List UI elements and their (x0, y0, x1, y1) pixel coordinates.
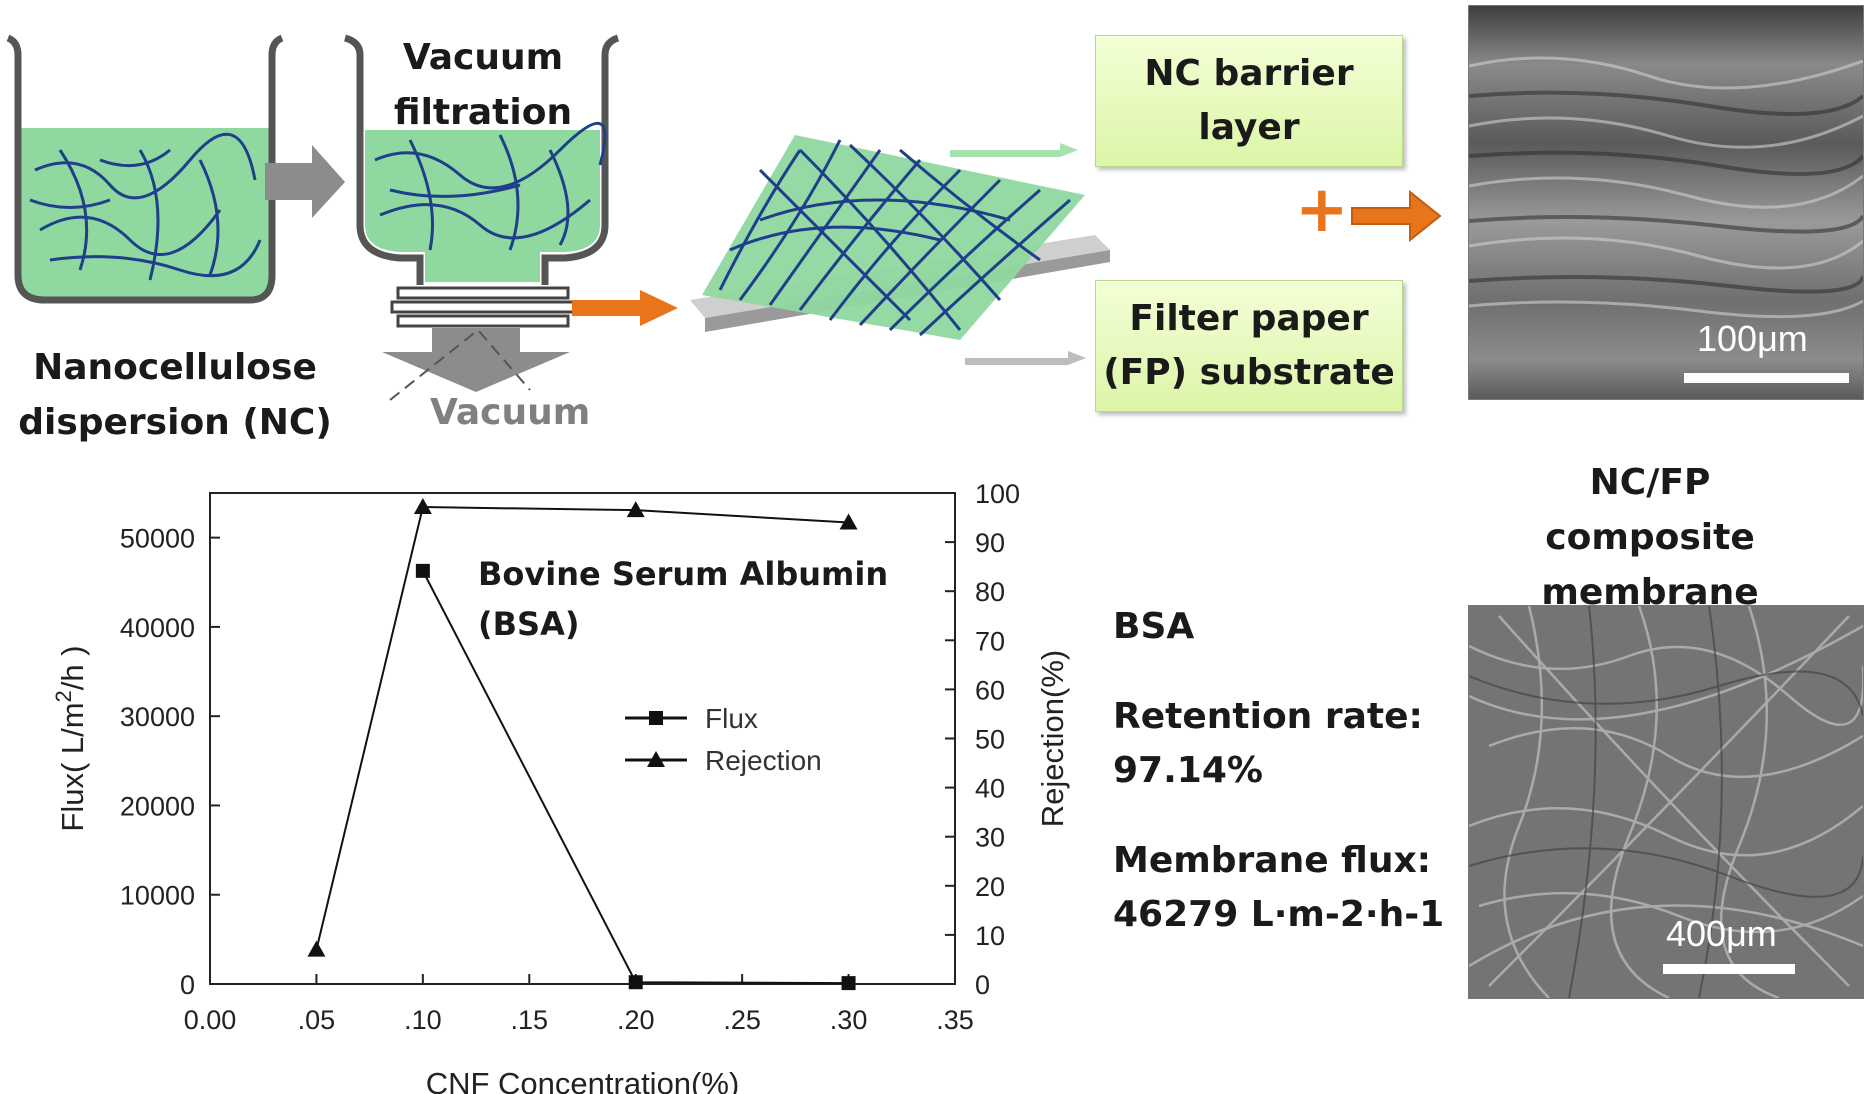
composite-label-line1: NC/FP (1589, 462, 1711, 503)
y-right-tick-label: 50 (975, 725, 1005, 755)
x-tick-label: 0.00 (184, 1005, 237, 1035)
y-right-tick-label: 90 (975, 528, 1005, 558)
surface-scale-label: 400μm (1666, 913, 1777, 954)
nc-barrier-layer-box: NC barrier layer (1095, 35, 1403, 167)
barrier-pointer-arrow (950, 143, 1078, 157)
beaker-caption-line2: dispersion (NC) (18, 402, 332, 443)
cross-section-scale-label: 100μm (1697, 318, 1808, 359)
membrane-flux-label: Membrane flux: (1113, 840, 1432, 881)
x-tick-label: .05 (298, 1005, 336, 1035)
rejection-data-point (413, 498, 432, 515)
legend-rejection-label: Rejection (705, 745, 822, 776)
x-tick-label: .10 (404, 1005, 442, 1035)
y-left-axis-label: Flux( L/m2/h ) (51, 645, 91, 831)
filtration-title-line1: Vacuum (402, 37, 564, 78)
nanofiber-strands (29, 132, 262, 281)
chart-annotation-line1: Bovine Serum Albumin (478, 555, 888, 593)
legend-flux-marker (649, 711, 663, 725)
rejection-data-point (626, 501, 645, 518)
membrane-layers (690, 135, 1110, 340)
y-left-tick-label: 20000 (120, 791, 195, 821)
substrate-line1: Filter paper (1129, 298, 1369, 339)
y-right-tick-label: 10 (975, 921, 1005, 951)
rejection-data-point (839, 513, 858, 530)
y-left-tick-label: 30000 (120, 702, 195, 732)
vacuum-label: Vacuum (430, 392, 591, 433)
retention-label: Retention rate: (1113, 696, 1423, 737)
sem-cross-section-texture (1469, 6, 1863, 399)
flux-data-point (628, 975, 643, 990)
sem-surface-image: 400μm (1468, 605, 1864, 999)
rejection-data-point (307, 940, 326, 957)
chart-annotation-line2: (BSA) (478, 605, 579, 643)
info-title: BSA (1113, 606, 1195, 647)
barrier-line1: NC barrier (1144, 53, 1354, 94)
filtration-title: Vacuum filtration (368, 30, 598, 140)
gray-arrow-right (265, 145, 345, 218)
y-right-tick-label: 20 (975, 872, 1005, 902)
x-tick-label: .30 (830, 1005, 868, 1035)
composite-label-line2: composite membrane (1541, 517, 1759, 613)
y-right-tick-label: 30 (975, 823, 1005, 853)
y-left-tick-label: 40000 (120, 613, 195, 643)
y-right-tick-label: 80 (975, 577, 1005, 607)
bsa-info: BSA Retention rate: 97.14% Membrane flux… (1113, 600, 1444, 942)
y-left-tick-label: 0 (180, 970, 195, 1000)
x-tick-label: .35 (936, 1005, 974, 1035)
x-axis-label: CNF Concentration(%) (426, 1066, 740, 1094)
composite-membrane-label: NC/FP composite membrane (1440, 455, 1860, 620)
sem-surface-texture (1469, 606, 1863, 998)
rejection-series-line (315, 506, 849, 950)
y-right-tick-label: 0 (975, 970, 990, 1000)
membrane-flux-value: 46279 L·m-2·h-1 (1113, 894, 1445, 935)
bsa-flux-rejection-chart: 0.00.05.10.15.20.25.30.35010000200003000… (51, 479, 1071, 1094)
y-right-tick-label: 40 (975, 774, 1005, 804)
process-schematic (6, 34, 1442, 401)
filter-paper-substrate-box: Filter paper (FP) substrate (1095, 280, 1403, 412)
beaker-caption-line1: Nanocellulose (33, 347, 317, 388)
retention-value: 97.14% (1113, 750, 1263, 791)
y-right-tick-label: 100 (975, 479, 1020, 509)
legend-flux-label: Flux (705, 703, 758, 734)
y-left-tick-label: 10000 (120, 881, 195, 911)
flux-data-point (841, 976, 856, 991)
legend-rejection-marker (647, 751, 665, 767)
beaker-caption: Nanocellulose dispersion (NC) (10, 340, 340, 450)
filtration-title-line2: filtration (393, 92, 573, 133)
surface-scale-bar (1663, 964, 1795, 974)
orange-arrow-to-sem (1351, 189, 1442, 243)
sem-cross-section-image: 100μm (1468, 5, 1864, 400)
substrate-line2: (FP) substrate (1103, 352, 1395, 393)
barrier-line2: layer (1198, 107, 1300, 148)
x-tick-label: .15 (511, 1005, 549, 1035)
y-right-tick-label: 60 (975, 675, 1005, 705)
y-right-axis-label: Rejection(%) (1035, 650, 1070, 827)
cross-section-scale-bar (1684, 373, 1849, 383)
orange-arrow-right (572, 290, 678, 326)
nanocellulose-beaker (6, 34, 284, 304)
x-tick-label: .20 (617, 1005, 655, 1035)
y-left-tick-label: 50000 (120, 524, 195, 554)
flux-data-point (415, 563, 430, 578)
substrate-pointer-arrow (965, 351, 1086, 365)
x-tick-label: .25 (723, 1005, 761, 1035)
plus-sign: + (1295, 173, 1349, 247)
y-right-tick-label: 70 (975, 626, 1005, 656)
